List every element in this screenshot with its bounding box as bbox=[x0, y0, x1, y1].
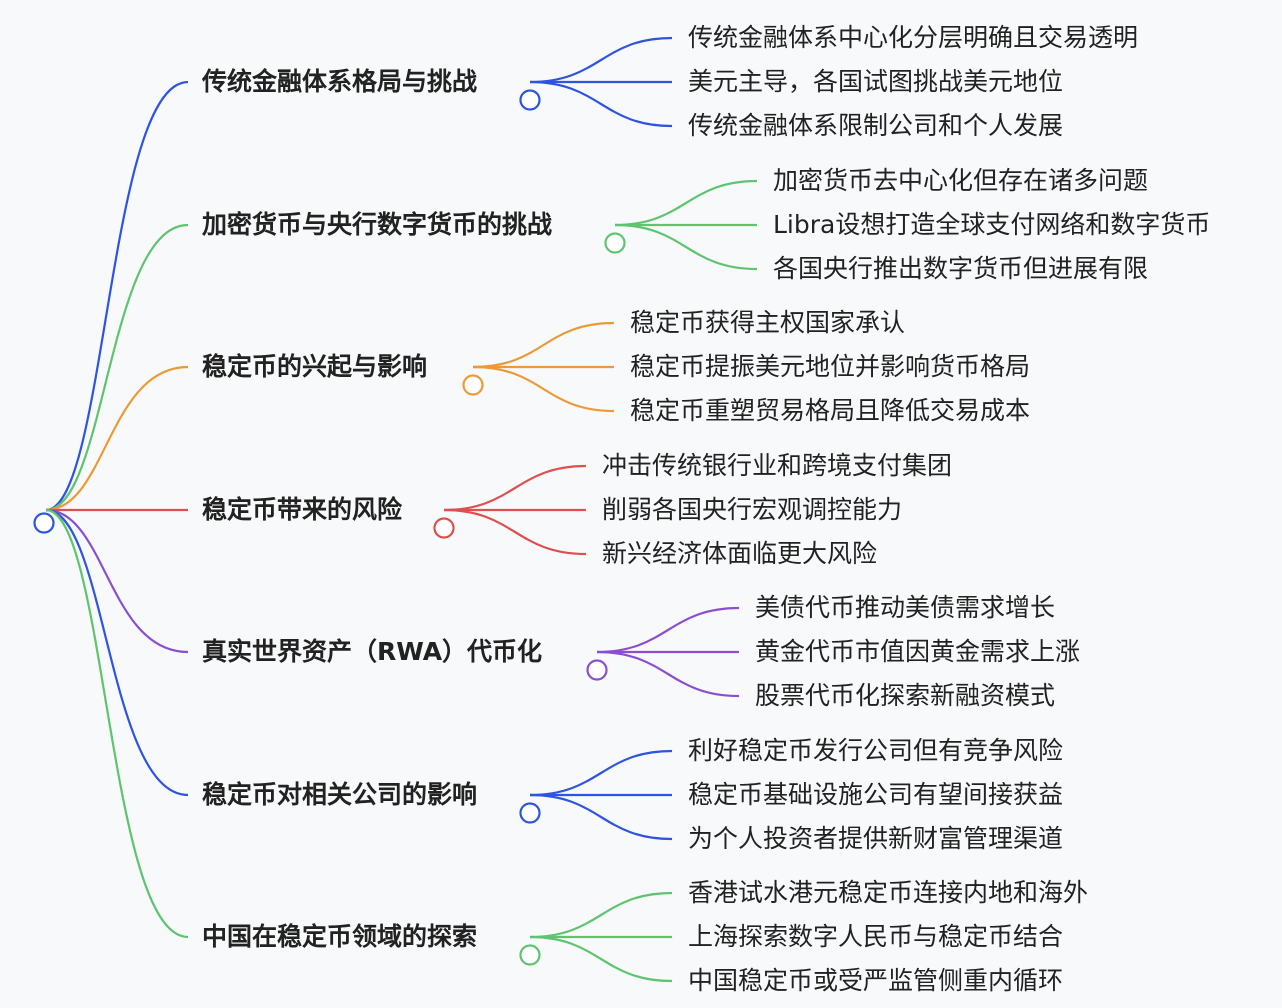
leaf-node[interactable]: 利好稳定币发行公司但有竞争风险 bbox=[688, 736, 1064, 765]
branch-connector bbox=[45, 508, 189, 939]
leaf-connector bbox=[596, 650, 740, 698]
leaf-connector bbox=[472, 321, 615, 369]
leaf-node[interactable]: 为个人投资者提供新财富管理渠道 bbox=[688, 824, 1064, 853]
leaf-connector bbox=[472, 365, 615, 413]
leaf-connector bbox=[529, 891, 673, 939]
leaf-node[interactable]: 稳定币获得主权国家承认 bbox=[630, 308, 906, 337]
leaf-node[interactable]: 新兴经济体面临更大风险 bbox=[602, 539, 878, 568]
collapse-toggle-icon[interactable] bbox=[604, 232, 626, 254]
leaf-connector bbox=[614, 179, 758, 227]
leaf-node[interactable]: 稳定币基础设施公司有望间接获益 bbox=[688, 780, 1064, 809]
leaf-node[interactable]: 加密货币去中心化但存在诸多问题 bbox=[773, 166, 1149, 195]
leaf-node[interactable]: 美元主导，各国试图挑战美元地位 bbox=[688, 67, 1064, 96]
branch-node[interactable]: 传统金融体系格局与挑战 bbox=[202, 67, 478, 96]
leaf-node[interactable]: 冲击传统银行业和跨境支付集团 bbox=[602, 451, 953, 480]
leaf-node[interactable]: 香港试水港元稳定币连接内地和海外 bbox=[688, 878, 1089, 907]
leaf-connector bbox=[529, 36, 673, 84]
collapse-toggle-icon[interactable] bbox=[519, 944, 541, 966]
leaf-connector bbox=[529, 935, 673, 983]
leaf-node[interactable]: 削弱各国央行宏观调控能力 bbox=[602, 495, 903, 524]
collapse-toggle-icon[interactable] bbox=[519, 802, 541, 824]
branch-connector bbox=[45, 80, 189, 512]
branch-node[interactable]: 真实世界资产（RWA）代币化 bbox=[202, 637, 543, 666]
leaf-node[interactable]: 各国央行推出数字货币但进展有限 bbox=[773, 254, 1149, 283]
branch-node[interactable]: 稳定币对相关公司的影响 bbox=[202, 780, 478, 809]
branch-connector bbox=[45, 508, 189, 797]
branch-node[interactable]: 稳定币带来的风险 bbox=[202, 495, 403, 524]
leaf-node[interactable]: 股票代币化探索新融资模式 bbox=[755, 681, 1056, 710]
leaf-node[interactable]: 美债代币推动美债需求增长 bbox=[755, 593, 1056, 622]
leaf-connector bbox=[443, 508, 587, 556]
leaf-node[interactable]: 上海探索数字人民币与稳定币结合 bbox=[688, 922, 1064, 951]
root-collapse-toggle-icon[interactable] bbox=[33, 512, 55, 534]
leaf-connector bbox=[443, 464, 587, 512]
leaf-connector bbox=[529, 80, 673, 128]
leaf-connector bbox=[529, 749, 673, 797]
collapse-toggle-icon[interactable] bbox=[462, 374, 484, 396]
leaf-node[interactable]: 传统金融体系限制公司和个人发展 bbox=[688, 111, 1064, 140]
leaf-node[interactable]: 传统金融体系中心化分层明确且交易透明 bbox=[688, 23, 1139, 52]
branch-connector bbox=[45, 365, 189, 512]
branch-connector bbox=[45, 223, 189, 512]
branch-connector bbox=[45, 508, 189, 654]
branch-node[interactable]: 中国在稳定币领域的探索 bbox=[202, 922, 478, 951]
collapse-toggle-icon[interactable] bbox=[519, 89, 541, 111]
leaf-node[interactable]: 黄金代币市值因黄金需求上涨 bbox=[755, 637, 1081, 666]
leaf-connector bbox=[596, 606, 740, 654]
leaf-node[interactable]: 稳定币重塑贸易格局且降低交易成本 bbox=[630, 396, 1031, 425]
leaf-node[interactable]: Libra设想打造全球支付网络和数字货币 bbox=[773, 210, 1211, 239]
branch-node[interactable]: 加密货币与央行数字货币的挑战 bbox=[202, 210, 553, 239]
leaf-node[interactable]: 稳定币提振美元地位并影响货币格局 bbox=[630, 352, 1031, 381]
branch-node[interactable]: 稳定币的兴起与影响 bbox=[202, 352, 428, 381]
leaf-node[interactable]: 中国稳定币或受严监管侧重内循环 bbox=[688, 966, 1064, 995]
collapse-toggle-icon[interactable] bbox=[433, 517, 455, 539]
leaf-connector bbox=[614, 223, 758, 271]
collapse-toggle-icon[interactable] bbox=[586, 659, 608, 681]
leaf-connector bbox=[529, 793, 673, 841]
